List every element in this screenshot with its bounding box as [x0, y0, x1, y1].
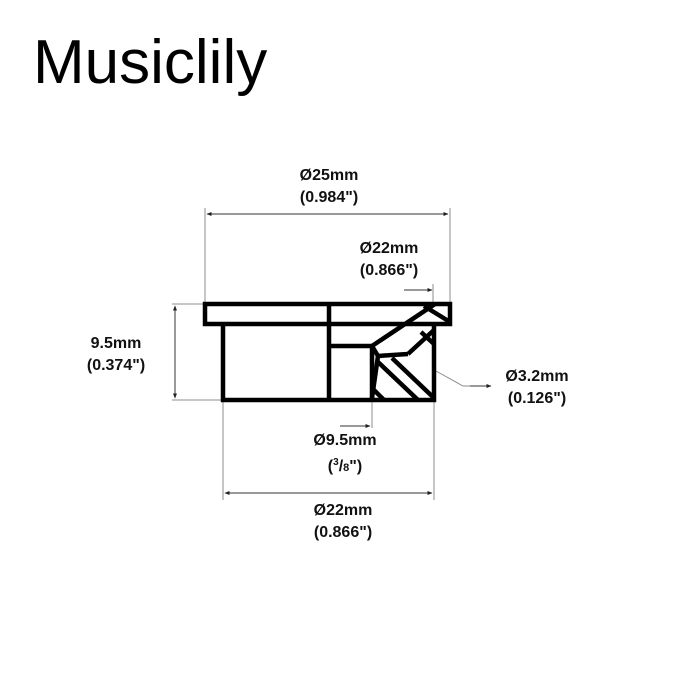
dimension-lines	[172, 208, 492, 500]
bore-imperial-close: ")	[349, 458, 363, 475]
inner-top-diameter-label: Ø22mm (0.866")	[344, 238, 434, 282]
height-label: 9.5mm (0.374")	[73, 333, 159, 377]
bore-diameter-metric: Ø9.5mm	[313, 432, 377, 449]
body-diameter-imperial: (0.866")	[313, 524, 373, 541]
bore-diameter-imperial: (3/8")	[300, 452, 390, 479]
body-diameter-label: Ø22mm (0.866")	[298, 500, 388, 544]
outer-flange-diameter-imperial: (0.984")	[299, 189, 359, 206]
bore-imperial-numerator: 3	[333, 457, 339, 468]
outer-flange-diameter-metric: Ø25mm	[299, 167, 359, 184]
outer-flange-diameter-label: Ø25mm (0.984")	[284, 165, 374, 209]
height-metric: 9.5mm	[90, 335, 142, 352]
bore-imperial-denominator: 8	[343, 462, 350, 474]
inner-top-diameter-imperial: (0.866")	[359, 262, 419, 279]
brand-title: Musiclily	[33, 28, 268, 97]
body-diameter-metric: Ø22mm	[313, 502, 373, 519]
inner-top-diameter-metric: Ø22mm	[359, 240, 419, 257]
screw-hole-diameter-label: Ø3.2mm (0.126")	[494, 366, 580, 410]
bore-imperial-slash: /	[338, 458, 344, 475]
bore-imperial-open: (	[327, 458, 334, 475]
screw-hole-diameter-metric: Ø3.2mm	[505, 368, 569, 385]
bore-diameter-label: Ø9.5mm (3/8")	[300, 430, 390, 479]
height-imperial: (0.374")	[86, 357, 146, 374]
part-outline	[202, 301, 453, 403]
screw-hole-diameter-imperial: (0.126")	[507, 390, 567, 407]
